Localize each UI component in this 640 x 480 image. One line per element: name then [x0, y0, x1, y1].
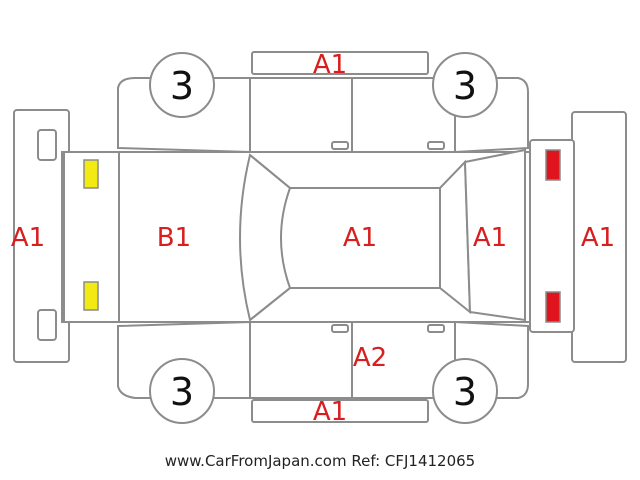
- bottom-side-code: A1: [313, 397, 347, 427]
- front-bumper: A1: [11, 109, 70, 363]
- wheel-front-right: 3: [432, 52, 498, 118]
- front-lamp-top: [83, 159, 99, 189]
- rear-lamp-bottom: [545, 291, 561, 323]
- wheel-rear-left: 3: [149, 358, 215, 424]
- trunk: A1: [463, 148, 526, 322]
- bottom-door-code: A2: [353, 343, 387, 373]
- rear-lamp-top: [545, 149, 561, 181]
- front-bumper-code: A1: [11, 223, 45, 253]
- wheel-front-left: 3: [149, 52, 215, 118]
- roof-code: A1: [343, 223, 377, 253]
- rear-bumper-code: A1: [581, 223, 615, 253]
- wheel-rear-right: 3: [432, 358, 498, 424]
- footer-reference: www.CarFromJapan.com Ref: CFJ1412065: [165, 452, 475, 470]
- top-side: A1: [117, 50, 529, 154]
- top-side-code: A1: [313, 50, 347, 80]
- cabin: A1: [239, 153, 472, 322]
- front-lamp-bottom: [83, 281, 99, 311]
- wheel-front-right-code: 3: [453, 64, 477, 108]
- wheel-rear-right-code: 3: [453, 370, 477, 414]
- wheel-front-left-code: 3: [170, 64, 194, 108]
- hood-code: B1: [157, 223, 191, 253]
- wheel-rear-left-code: 3: [170, 370, 194, 414]
- trunk-code: A1: [473, 223, 507, 253]
- rear-bumper: A1: [571, 111, 627, 363]
- rear-lamp-housing: [529, 139, 575, 333]
